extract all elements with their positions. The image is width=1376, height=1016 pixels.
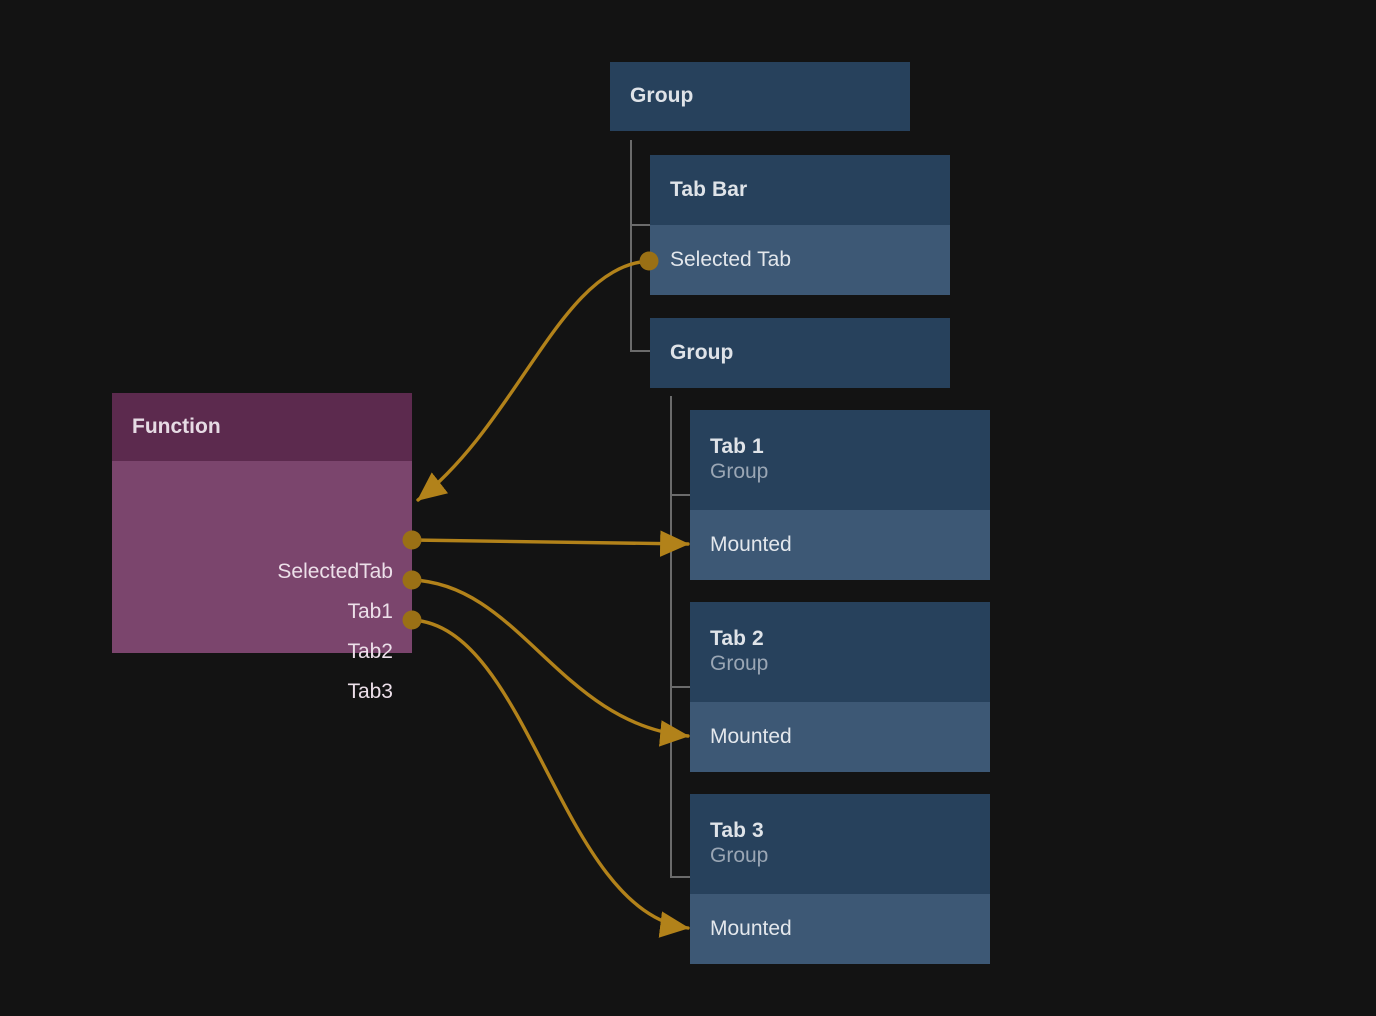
node-tab-1[interactable]: Tab 1 Group Mounted (690, 410, 990, 580)
port-tab1-label: Tab1 (347, 600, 393, 623)
node-function-body: SelectedTab Tab1 Tab2 Tab3 (112, 461, 412, 702)
node-group-tabs-title: Group (670, 340, 734, 364)
node-tab-1-header: Tab 1 Group (690, 410, 990, 510)
node-tab-2[interactable]: Tab 2 Group Mounted (690, 602, 990, 772)
node-tab-3[interactable]: Tab 3 Group Mounted (690, 794, 990, 964)
wire-tab2 (410, 578, 690, 747)
node-tab-2-title: Tab 2 (710, 627, 764, 651)
tree-tick-tab1 (670, 494, 692, 496)
tree-tick-tab3 (670, 876, 692, 878)
wire-tab3 (410, 618, 690, 938)
row-tab-2-mounted-label: Mounted (710, 725, 792, 748)
row-selected-tab-label: Selected Tab (670, 248, 792, 271)
row-tab-1-mounted[interactable]: Mounted (690, 510, 990, 580)
node-tab-bar-title: Tab Bar (670, 177, 748, 201)
tree-tick-tab2 (670, 686, 692, 688)
row-tab-2-mounted[interactable]: Mounted (690, 702, 990, 772)
node-tab-2-header: Tab 2 Group (690, 602, 990, 702)
row-selected-tab[interactable]: Selected Tab (650, 225, 950, 295)
row-tab-3-mounted-label: Mounted (710, 917, 792, 940)
row-tab-1-mounted-label: Mounted (710, 533, 792, 556)
node-tab-bar[interactable]: Tab Bar Selected Tab (650, 155, 950, 295)
port-selectedtab-label: SelectedTab (277, 560, 393, 583)
port-tab2[interactable]: Tab2 (347, 641, 393, 662)
node-tab-1-title: Tab 1 (710, 435, 764, 459)
tree-line-vertical-root (630, 140, 632, 352)
node-tab-2-subtitle: Group (710, 652, 769, 675)
wire-tab1 (410, 530, 690, 557)
tree-tick-group2 (630, 350, 652, 352)
node-function-header: Function (112, 393, 412, 461)
node-function-title: Function (132, 415, 221, 438)
node-group-tabs[interactable]: Group (650, 318, 950, 388)
node-function[interactable]: Function SelectedTab Tab1 Tab2 Tab3 (112, 393, 412, 702)
node-tab-3-header: Tab 3 Group (690, 794, 990, 894)
node-group-root-title: Group (630, 84, 694, 108)
node-group-tabs-header: Group (650, 318, 950, 388)
node-tab-3-subtitle: Group (710, 844, 769, 867)
tree-line-vertical-group2 (670, 396, 672, 878)
tree-tick-tabbar (630, 224, 652, 226)
node-tab-bar-header: Tab Bar (650, 155, 950, 225)
node-tab-1-subtitle: Group (710, 460, 769, 483)
port-tab3[interactable]: Tab3 (347, 681, 393, 702)
port-tab1[interactable]: Tab1 (347, 601, 393, 622)
node-group-root[interactable]: Group (610, 62, 910, 131)
node-tab-3-title: Tab 3 (710, 819, 764, 843)
port-tab3-label: Tab3 (347, 680, 393, 703)
port-tab2-label: Tab2 (347, 640, 393, 663)
wire-selectedtab (416, 259, 650, 502)
node-group-root-header: Group (610, 62, 910, 131)
row-tab-3-mounted[interactable]: Mounted (690, 894, 990, 964)
port-selectedtab[interactable]: SelectedTab (277, 561, 393, 582)
